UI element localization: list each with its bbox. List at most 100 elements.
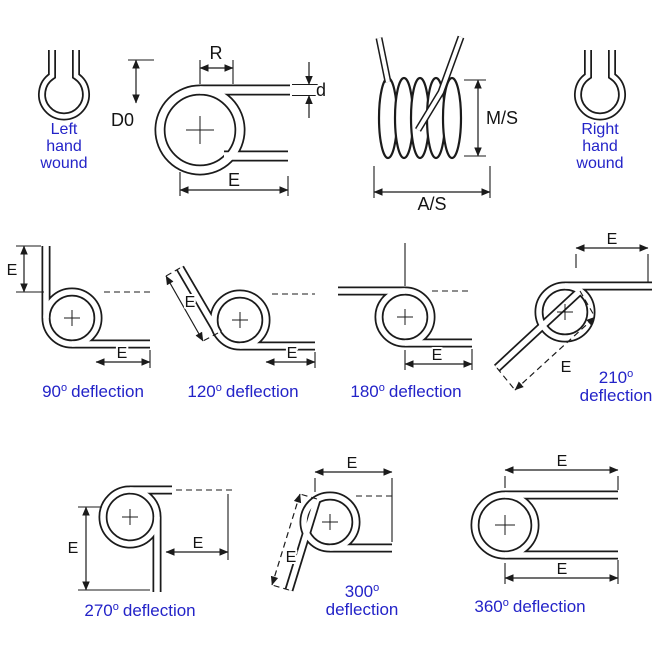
dim-d-label: d	[316, 80, 326, 100]
dim-E-bottom-180: E	[404, 345, 473, 370]
dim-E-label: E	[607, 231, 618, 248]
extension-lines	[496, 290, 596, 391]
caption-word: deflection	[123, 601, 196, 620]
dim-E-label: E	[68, 540, 79, 557]
right-wound-wire	[574, 50, 626, 121]
deflection-210-wires	[493, 281, 652, 372]
main-spring-front-view: R d D0 E	[109, 41, 328, 196]
deflection-120-wires	[176, 265, 315, 351]
deflection-360-wires	[470, 490, 618, 560]
coil-crosshair	[322, 514, 338, 530]
dim-AS-label: A/S	[417, 194, 446, 214]
dim-MS-extension-lines	[464, 79, 486, 157]
right-hand-wound-symbol	[574, 50, 626, 121]
dim-AS: A/S	[373, 166, 491, 216]
deflection-90-wires	[41, 246, 150, 349]
dim-E-left-270: E	[66, 506, 150, 591]
caption-word: deflection	[326, 600, 399, 619]
dim-line	[514, 316, 596, 391]
dim-E-main: E	[179, 168, 289, 196]
dim-R: R	[199, 41, 234, 84]
left-wound-wire-inner	[39, 50, 89, 119]
dim-E-top-300: E	[314, 453, 393, 542]
deflection-270-diagram: E E 270o deflection	[66, 485, 232, 620]
coil-loop	[441, 76, 463, 160]
dim-E-label: E	[193, 535, 204, 552]
coil-crosshair	[64, 310, 80, 326]
extension-lines	[271, 493, 318, 591]
left-hand-wound-symbol	[38, 50, 90, 121]
coil-crosshair	[122, 509, 138, 525]
dim-E-label: E	[117, 345, 128, 362]
caption-angle: 270	[84, 601, 112, 620]
dim-E-left-90: E	[5, 245, 44, 293]
dim-d: d	[292, 62, 328, 118]
dim-R-extension-lines	[199, 60, 234, 84]
deflection-270-wires	[98, 485, 172, 592]
side-view-legs	[375, 35, 465, 132]
right-wound-line1: Right	[581, 121, 619, 138]
right-wound-wire-inner	[575, 50, 625, 119]
right-wound-line2: hand	[582, 138, 618, 155]
caption-degree: o	[379, 382, 385, 394]
caption-degree: o	[61, 382, 67, 394]
caption-angle: 180	[350, 382, 378, 401]
dim-d-extension-lines	[292, 83, 318, 97]
dim-E-label: E	[432, 347, 443, 364]
extension-lines	[16, 245, 44, 293]
side-right-leg-wire-inner	[416, 36, 463, 132]
dim-E-diagonal-120: E	[165, 267, 219, 342]
dim-E-label: E	[7, 262, 18, 279]
coil-crosshair	[495, 515, 515, 535]
dim-E-label: E	[347, 455, 358, 472]
main-spring-wires	[154, 84, 290, 176]
caption-angle: 120	[187, 382, 215, 401]
caption-degree: o	[503, 597, 509, 609]
dim-R-label: R	[210, 43, 223, 63]
spring-side-view: M/S A/S	[373, 35, 520, 216]
dim-D0-label: D0	[111, 110, 134, 130]
dim-E-diagonal-210: E	[496, 290, 596, 391]
side-left-leg-wire-inner	[377, 37, 390, 83]
dim-E-label: E	[286, 549, 297, 566]
caption-angle: 210	[599, 368, 627, 387]
caption-word: deflection	[513, 597, 586, 616]
caption-degree: o	[113, 601, 119, 613]
dim-E-top-360: E	[504, 451, 619, 490]
dim-E-label: E	[287, 345, 298, 362]
dim-E-main-label: E	[228, 170, 240, 190]
dim-E-label: E	[557, 561, 568, 578]
dim-line	[165, 275, 204, 342]
left-wound-line2: hand	[46, 138, 82, 155]
dim-E-bottom-90: E	[95, 343, 151, 368]
dim-D0: D0	[109, 59, 154, 132]
coil-side-loops	[377, 76, 463, 160]
dim-E-bottom-360: E	[504, 559, 619, 584]
dim-line	[270, 493, 302, 586]
left-wound-wire	[38, 50, 90, 121]
dim-E-right-270: E	[165, 494, 229, 560]
coil-crosshair	[232, 312, 248, 328]
extension-lines	[575, 254, 649, 282]
dim-E-label: E	[557, 453, 568, 470]
deflection-180-wires	[338, 286, 472, 348]
caption-word: deflection	[71, 382, 144, 401]
caption-degree: o	[216, 382, 222, 394]
extension-lines	[165, 267, 219, 342]
right-wound-line3: wound	[575, 155, 623, 172]
